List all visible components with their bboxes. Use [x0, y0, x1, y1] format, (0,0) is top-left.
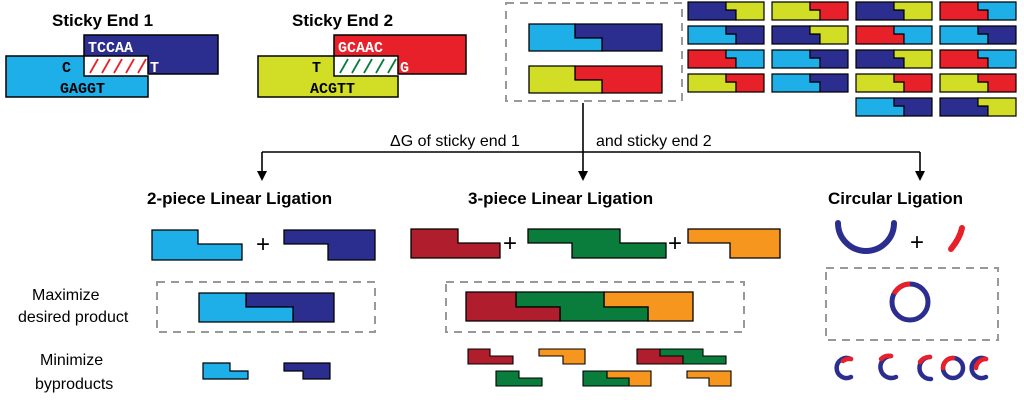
flow-arrows [261, 103, 921, 172]
mispair-right-piece [977, 97, 1017, 117]
mispair-right-piece [893, 25, 933, 45]
circular-navy-arc [835, 220, 897, 254]
circular-parts: + [835, 220, 965, 256]
mispair-right-piece [893, 97, 933, 117]
circular-byproducts [834, 353, 989, 382]
mispair-right-piece [809, 49, 849, 69]
three-piece-orange-part [687, 228, 781, 259]
three-piece-byproducts [467, 348, 732, 387]
two-piece-cyan-part [151, 229, 243, 261]
correct-pair-cyan-navy [528, 23, 663, 52]
circular-product-dashed-box [825, 267, 999, 341]
mispair-right-piece [977, 25, 1017, 45]
sticky-end-2-left-base: T [312, 60, 321, 77]
mispair-right-piece [725, 1, 765, 21]
correct-pairs-dashed-box [505, 2, 683, 102]
correct-pair-yellow-red [528, 65, 663, 94]
row-label-minimize-1: Minimize [40, 352, 103, 369]
mispair-right-piece [725, 73, 765, 93]
plus-sign: + [668, 230, 682, 257]
byproduct-crimson-1 [467, 348, 514, 365]
row-label-maximize-2: desired product [18, 309, 129, 326]
sticky-end-2-yellow-piece [257, 55, 399, 98]
sticky-end-1-right-base: T [150, 60, 159, 77]
two-piece-product [198, 292, 335, 323]
mispair-grid [687, 1, 1017, 117]
mispair-right-piece [893, 73, 933, 93]
sticky-end-2-right-base: G [400, 60, 409, 77]
row-label-minimize-2: byproducts [35, 376, 113, 393]
sticky-end-2-bottom-seq: ACGTT [310, 81, 355, 98]
three-piece-product-dashed-box [445, 281, 745, 333]
circular-product-ring [889, 281, 931, 323]
byproduct-cyan [202, 362, 249, 380]
three-piece-parts: + + [410, 228, 781, 259]
sticky-end-2-title: Sticky End 2 [292, 11, 393, 30]
byproduct-orange-1 [538, 348, 586, 365]
section-two-piece-title: 2-piece Linear Ligation [147, 189, 332, 208]
flow-arrowheads [257, 171, 925, 181]
mispair-right-piece [977, 49, 1017, 69]
section-circular-title: Circular Ligation [828, 189, 963, 208]
mispair-right-piece [977, 73, 1017, 93]
two-piece-navy-part [283, 229, 376, 261]
mispair-right-piece [893, 1, 933, 21]
flow-label-right: and sticky end 2 [596, 133, 712, 150]
mispair-right-piece [809, 25, 849, 45]
two-piece-parts: + [151, 229, 376, 261]
mispair-right-piece [809, 1, 849, 21]
sticky-end-1-diagram: TCCAA GAGGT C T [5, 34, 219, 98]
row-label-maximize-1: Maximize [32, 287, 100, 304]
two-piece-product-dashed-box [156, 281, 376, 333]
sticky-end-1-bottom-seq: GAGGT [60, 81, 105, 98]
mispair-right-piece [893, 49, 933, 69]
mispair-right-piece [977, 1, 1017, 21]
sticky-end-1-top-seq: TCCAA [88, 40, 133, 57]
flow-label-left: ΔG of sticky end 1 [390, 133, 520, 150]
sticky-end-2-hbonds [339, 58, 397, 74]
plus-sign: + [910, 229, 924, 256]
plus-sign: + [503, 230, 517, 257]
three-piece-green-part [527, 228, 667, 259]
sticky-end-1-left-base: C [62, 60, 71, 77]
plus-sign: + [256, 231, 270, 258]
sticky-end-2-diagram: GCAAC ACGTT T G [257, 34, 467, 98]
sticky-end-1-hbonds [89, 58, 147, 74]
three-piece-crimson-part [410, 228, 501, 259]
sticky-end-1-cyan-piece [5, 55, 149, 98]
sticky-end-2-top-seq: GCAAC [338, 40, 383, 57]
circular-red-arc [948, 225, 965, 252]
byproduct-orange-2 [686, 370, 732, 387]
mispair-right-piece [725, 25, 765, 45]
mispair-right-piece [725, 49, 765, 69]
section-three-piece-title: 3-piece Linear Ligation [468, 189, 653, 208]
byproduct-green-1 [495, 370, 543, 387]
mispair-right-piece [809, 73, 849, 93]
two-piece-byproducts [202, 362, 331, 380]
byproduct-navy [283, 362, 331, 380]
three-piece-product [465, 291, 694, 322]
sticky-end-1-title: Sticky End 1 [52, 11, 153, 30]
